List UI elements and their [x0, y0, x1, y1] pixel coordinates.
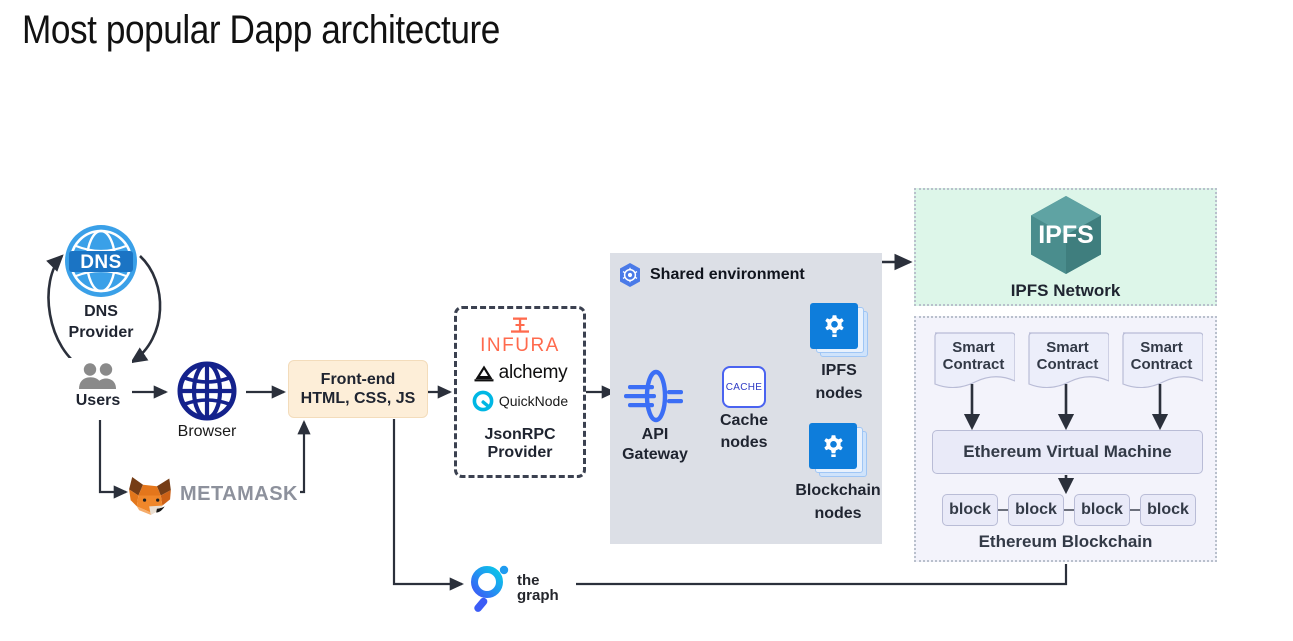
ipfs-node-stack	[810, 303, 868, 357]
smart-contract-1-line2: Contract	[942, 355, 1005, 373]
smart-contract-2[interactable]: Smart Contract	[1026, 332, 1109, 388]
api-gateway-icon	[624, 369, 683, 423]
ipfs-nodes-label-line2: nodes	[815, 384, 863, 402]
kubernetes-hex-icon	[620, 263, 640, 287]
gear-icon	[825, 315, 844, 337]
smart-contract-3-line1: Smart	[1140, 339, 1183, 356]
blockchain-node-stack	[809, 423, 867, 477]
dns-provider-node[interactable]: DNS DNS Provider	[48, 222, 154, 342]
infura-mark-icon	[510, 317, 529, 333]
smart-contract-3-line2: Contract	[1130, 355, 1193, 373]
the-graph-line1: the	[517, 571, 540, 589]
frontend-label-line2: HTML, CSS, JS	[300, 389, 416, 407]
metamask-fox-icon	[129, 476, 171, 515]
cache-nodes-node[interactable]: CACHE Cache nodes	[716, 366, 772, 452]
block-3-label: block	[1081, 501, 1123, 518]
browser-node[interactable]: Browser	[170, 360, 244, 441]
jsonrpc-label-line2: Provider	[487, 444, 553, 462]
ipfs-network-label: IPFS Network	[1010, 281, 1121, 301]
block-4[interactable]: block	[1140, 494, 1196, 526]
dns-provider-label-line2: Provider	[68, 323, 134, 341]
thegraph-logo-icon	[471, 565, 509, 612]
infura-label: INFURA	[480, 335, 560, 356]
the-graph-node[interactable]: the graph	[466, 562, 576, 614]
ipfs-nodes-label-line1: IPFS	[821, 362, 857, 379]
alchemy-logo[interactable]: alchemy	[473, 362, 568, 384]
frontend-box[interactable]: Front-end HTML, CSS, JS	[288, 360, 428, 418]
page-title: Most popular Dapp architecture	[22, 8, 500, 52]
dns-globe-icon: DNS	[65, 225, 137, 297]
jsonrpc-provider-box[interactable]: INFURA alchemy QuickNode JsonRPC Provide…	[454, 306, 586, 478]
svg-text:IPFS: IPFS	[1038, 221, 1094, 249]
users-label: Users	[75, 392, 121, 409]
metamask-node[interactable]: METAMASK	[126, 466, 298, 522]
smart-contract-1[interactable]: Smart Contract	[932, 332, 1015, 388]
infura-logo[interactable]: INFURA	[480, 315, 560, 355]
svg-text:DNS: DNS	[80, 252, 122, 273]
quicknode-logo[interactable]: QuickNode	[472, 390, 568, 412]
ipfs-nodes-node[interactable]: IPFS nodes	[798, 303, 880, 403]
block-1-label: block	[949, 501, 991, 518]
cache-label-line1: Cache	[719, 412, 769, 429]
block-3[interactable]: block	[1074, 494, 1130, 526]
block-4-label: block	[1147, 501, 1189, 518]
jsonrpc-label-line1: JsonRPC	[484, 426, 556, 443]
metamask-label: METAMASK	[179, 482, 298, 505]
smart-contract-1-label: Smart Contract	[932, 339, 1015, 373]
gear-icon	[824, 435, 843, 457]
cache-box-text: CACHE	[725, 381, 763, 393]
the-graph-label: the graph	[517, 573, 559, 604]
alchemy-mark-icon	[474, 365, 494, 382]
browser-label: Browser	[177, 423, 237, 440]
cache-box: CACHE	[722, 366, 766, 408]
jsonrpc-label: JsonRPC Provider	[484, 426, 555, 463]
users-node[interactable]: Users	[64, 358, 132, 420]
smart-contract-3[interactable]: Smart Contract	[1120, 332, 1203, 388]
api-gateway-node[interactable]: API Gateway	[618, 368, 692, 464]
blockchain-nodes-label-line1: Blockchain	[795, 482, 881, 499]
blockchain-nodes-label-line2: nodes	[814, 504, 862, 522]
block-2-label: block	[1015, 501, 1057, 518]
ethereum-blockchain-box[interactable]: Smart Contract Smart Contract Smart Cont…	[914, 316, 1217, 562]
cache-label-line2: nodes	[720, 433, 768, 451]
smart-contract-3-label: Smart Contract	[1120, 339, 1203, 373]
smart-contract-2-label: Smart Contract	[1026, 339, 1109, 373]
users-icon	[79, 363, 116, 389]
block-2[interactable]: block	[1008, 494, 1064, 526]
quicknode-label: QuickNode	[498, 393, 569, 409]
ipfs-network-box[interactable]: IPFS IPFS Network	[914, 188, 1217, 306]
shared-environment-title: Shared environment	[650, 266, 805, 283]
the-graph-line2: graph	[517, 587, 559, 604]
dns-provider-label-line1: DNS	[84, 303, 118, 320]
blockchain-nodes-node[interactable]: Blockchain nodes	[788, 423, 888, 523]
smart-contract-2-line1: Smart	[1046, 339, 1089, 356]
chain-internal-wires	[963, 384, 1169, 511]
ipfs-logo-icon: IPFS	[1030, 196, 1101, 275]
frontend-label-line1: Front-end	[320, 370, 396, 388]
api-gateway-label-line2: Gateway	[622, 445, 688, 463]
quicknode-mark-icon	[472, 390, 494, 412]
evm-label: Ethereum Virtual Machine	[963, 442, 1172, 461]
api-gateway-label-line1: API	[641, 426, 669, 443]
smart-contract-1-line1: Smart	[952, 339, 995, 356]
shared-environment-header: Shared environment	[618, 262, 805, 288]
smart-contract-2-line2: Contract	[1036, 355, 1099, 373]
globe-icon	[177, 361, 237, 421]
alchemy-label: alchemy	[498, 362, 568, 383]
ethereum-blockchain-label: Ethereum Blockchain	[978, 532, 1153, 551]
block-1[interactable]: block	[942, 494, 998, 526]
evm-box[interactable]: Ethereum Virtual Machine	[932, 430, 1203, 474]
